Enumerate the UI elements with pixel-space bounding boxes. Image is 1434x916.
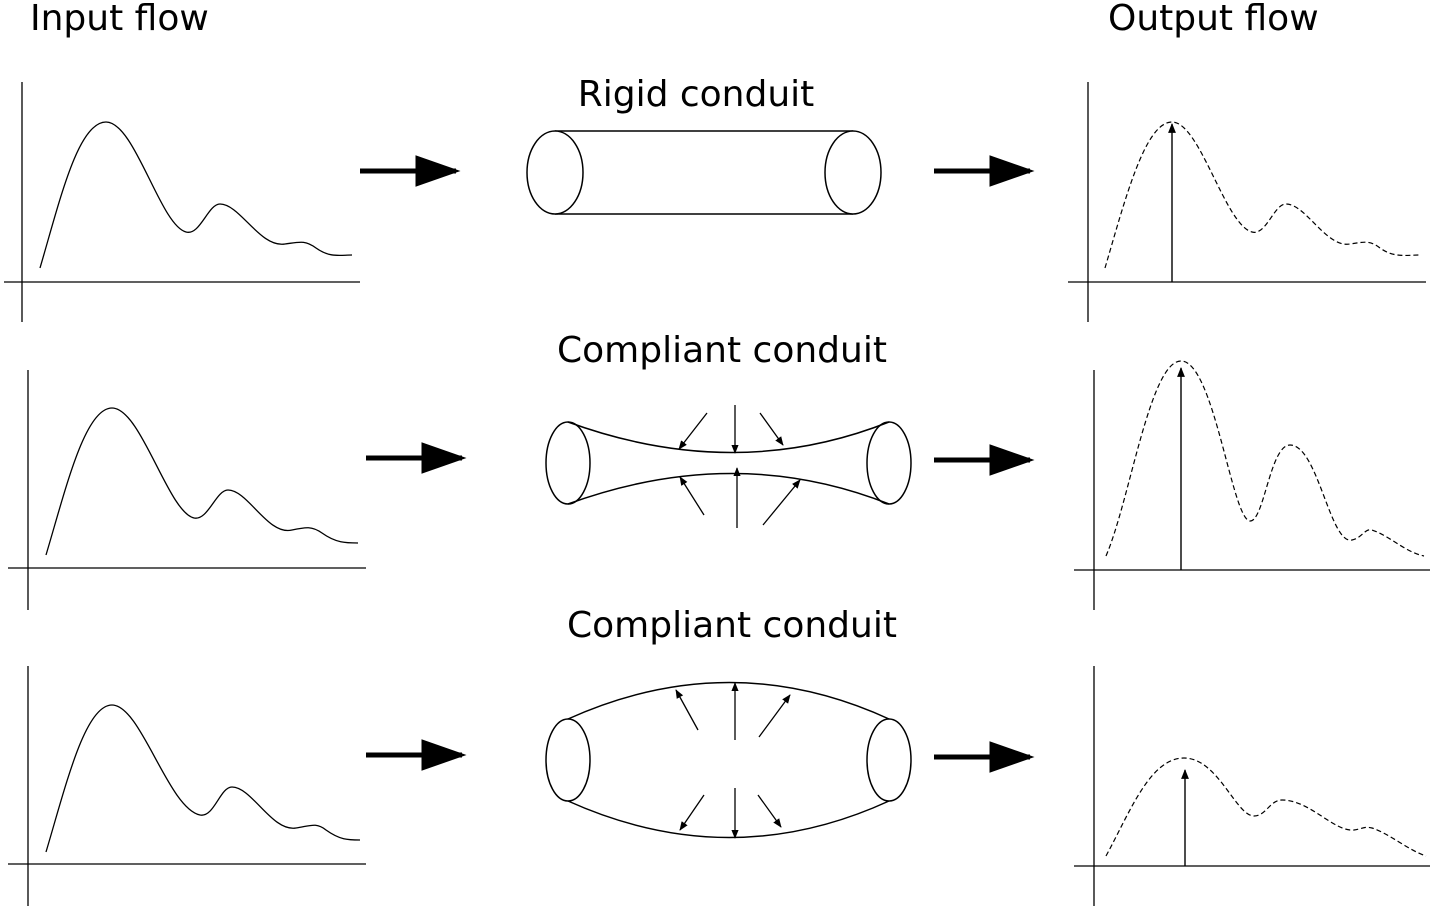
input-waveform <box>45 407 359 556</box>
rigid-tube <box>526 130 882 215</box>
row-rigid: Rigid conduit <box>4 74 1426 322</box>
input-flow-graph-1 <box>4 82 360 322</box>
output-waveform <box>1105 757 1427 857</box>
input-flow-graph-3 <box>8 666 366 906</box>
output-waveform <box>1104 121 1421 269</box>
output-waveform <box>1105 360 1425 557</box>
output-flow-graph-2 <box>1074 360 1430 610</box>
row-compliant-distended: Compliant conduit <box>8 605 1430 906</box>
output-flow-header: Output flow <box>1108 0 1319 39</box>
input-waveform <box>39 121 353 269</box>
conduit-label-1: Rigid conduit <box>578 74 815 115</box>
output-flow-graph-3 <box>1074 666 1430 906</box>
pressure-arrows-outward <box>675 682 791 839</box>
conduit-label-2: Compliant conduit <box>557 330 887 371</box>
pressure-arrows-inward <box>678 405 801 528</box>
input-flow-header: Input flow <box>30 0 209 39</box>
conduit-label-3: Compliant conduit <box>567 605 897 646</box>
output-flow-graph-1 <box>1068 82 1426 322</box>
input-flow-graph-2 <box>8 370 366 610</box>
row-compliant-constricted: Compliant conduit <box>8 330 1430 610</box>
input-waveform <box>45 704 361 853</box>
distended-tube <box>545 681 912 839</box>
constricted-tube <box>545 421 912 505</box>
